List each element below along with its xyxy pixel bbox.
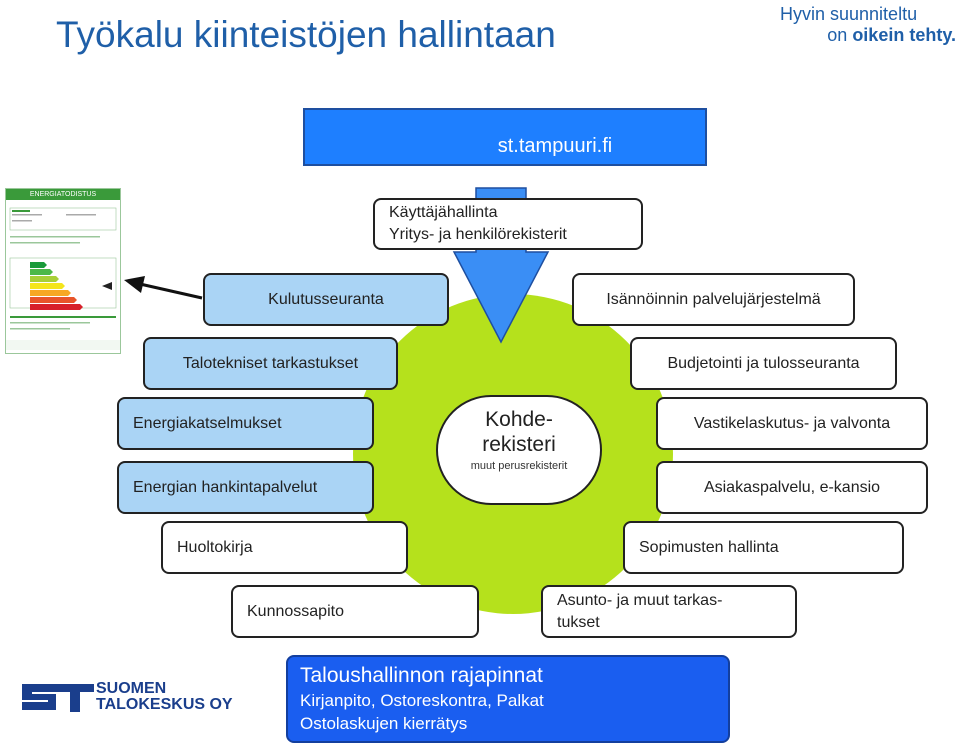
label-asunto-line2: tukset	[557, 613, 600, 631]
finance-title: Taloushallinnon rajapinnat	[300, 664, 543, 687]
label-isannoinnin-palvelujarjestelma: Isännöinnin palvelujärjestelmä	[606, 290, 821, 308]
label-talotekniset-tarkastukset: Talotekniset tarkastukset	[182, 354, 359, 372]
label-asiakaspalvelu: Asiakaspalvelu, e-kansio	[703, 478, 881, 496]
tagline-line2-regular: on	[827, 25, 848, 45]
connector-line	[139, 282, 203, 300]
hub-title-line1: Kohde-	[485, 408, 553, 431]
label-asunto-line1: Asunto- ja muut tarkas-	[557, 591, 723, 609]
label-sopimusten-hallinta: Sopimusten hallinta	[639, 538, 779, 556]
label-kulutusseuranta: Kulutusseuranta	[268, 290, 384, 308]
certificate-heading: ENERGIATODISTUS	[6, 189, 120, 200]
label-energiakatselmukset: Energiakatselmukset	[133, 414, 282, 432]
box-huoltokirja: Huoltokirja	[161, 521, 408, 574]
box-sopimusten-hallinta: Sopimusten hallinta	[623, 521, 904, 574]
box-kulutusseuranta: Kulutusseuranta	[203, 273, 449, 326]
box-asiakaspalvelu: Asiakaspalvelu, e-kansio	[656, 461, 928, 514]
finance-line1: Kirjanpito, Ostoreskontra, Palkat	[300, 691, 544, 710]
box-vastikelaskutus: Vastikelaskutus- ja valvonta	[656, 397, 928, 450]
finance-line2: Ostolaskujen kierrätys	[300, 714, 468, 733]
arrowhead-icon	[124, 276, 145, 293]
hub-kohderekisteri: Kohde- rekisteri muut perusrekisterit	[436, 395, 602, 505]
access-line2: Yritys- ja henkilörekisterit	[389, 226, 567, 243]
label-huoltokirja: Huoltokirja	[177, 538, 253, 556]
tagline-line2-bold: oikein tehty.	[852, 25, 956, 45]
label-vastikelaskutus: Vastikelaskutus- ja valvonta	[693, 414, 891, 432]
box-talotekniset-tarkastukset: Talotekniset tarkastukset	[143, 337, 398, 390]
access-line1: Käyttäjähallinta	[389, 204, 498, 221]
finance-interfaces-box: Taloushallinnon rajapinnat Kirjanpito, O…	[286, 655, 730, 743]
label-budjetointi: Budjetointi ja tulosseuranta	[667, 354, 860, 372]
page-title: Työkalu kiinteistöjen hallintaan	[56, 14, 556, 55]
box-energiakatselmukset: Energiakatselmukset	[117, 397, 374, 450]
box-isannoinnin-palvelujarjestelma: Isännöinnin palvelujärjestelmä	[572, 273, 855, 326]
hub-subtitle: muut perusrekisterit	[470, 460, 568, 472]
logo-line1: SUOMEN	[96, 680, 167, 697]
tagline: Hyvin suunniteltu on oikein tehty.	[770, 4, 956, 46]
box-asunto-tarkastukset: Asunto- ja muut tarkas- tukset	[541, 585, 797, 638]
tagline-line1: Hyvin suunniteltu	[780, 4, 918, 24]
label-energian-hankintapalvelut: Energian hankintapalvelut	[133, 478, 318, 496]
tagline-line2: on oikein tehty.	[770, 25, 956, 46]
hub-title-line2: rekisteri	[482, 433, 556, 456]
company-logo-text: SUOMEN TALOKESKUS OY	[96, 681, 233, 713]
access-box: Käyttäjähallinta Yritys- ja henkilörekis…	[373, 198, 643, 250]
logo-line2: TALOKESKUS OY	[96, 696, 233, 713]
box-kunnossapito: Kunnossapito	[231, 585, 479, 638]
top-header-box: st.tampuuri.fi	[303, 108, 707, 166]
energy-certificate-thumbnail: ENERGIATODISTUS	[5, 188, 121, 354]
certificate-graphic	[6, 207, 120, 350]
box-energian-hankintapalvelut: Energian hankintapalvelut	[117, 461, 374, 514]
box-budjetointi: Budjetointi ja tulosseuranta	[630, 337, 897, 390]
st-logo-icon	[22, 684, 94, 712]
label-kunnossapito: Kunnossapito	[247, 602, 344, 620]
top-header-label: st.tampuuri.fi	[497, 135, 613, 157]
